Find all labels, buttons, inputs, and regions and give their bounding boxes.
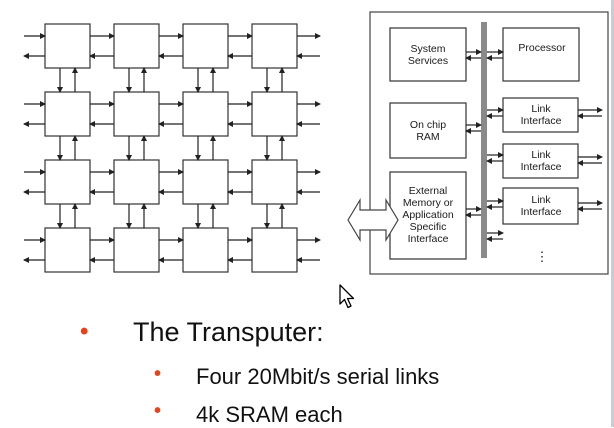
mesh-node <box>113 91 160 137</box>
processor-block <box>502 27 580 82</box>
link-interface-1-label: Link Interface <box>520 103 562 127</box>
link-interface-block <box>502 97 579 133</box>
external-interface-block <box>389 171 467 260</box>
mesh-node <box>251 91 298 137</box>
on-chip-ram-block <box>389 102 467 159</box>
mesh-node <box>182 91 229 137</box>
sub-bullet-icon: • <box>154 400 162 422</box>
main-bullet-text: The Transputer: <box>133 317 324 347</box>
mesh-node <box>113 159 160 205</box>
external-interface-label: External Memory or Application Specific … <box>402 185 454 245</box>
transputer-block-diagram <box>347 11 609 275</box>
mesh-node <box>113 23 160 69</box>
processor-label: Processor <box>518 42 566 54</box>
mesh-node <box>44 23 91 69</box>
external-bus-double-arrow <box>347 197 399 243</box>
mesh-node <box>182 23 229 69</box>
mesh-node <box>182 227 229 273</box>
link-interface-block <box>502 187 579 225</box>
main-bullet-icon: • <box>80 318 89 345</box>
mesh-node <box>44 159 91 205</box>
mesh-node <box>44 91 91 137</box>
mesh-node <box>113 227 160 273</box>
system-services-label: System Services <box>407 43 449 67</box>
on-chip-ram-label: On chip RAM <box>409 119 447 143</box>
sub-bullet-text: 4k SRAM each <box>196 402 343 427</box>
mesh-node <box>251 227 298 273</box>
link-interface-2-label: Link Interface <box>520 149 562 173</box>
mesh-node <box>251 159 298 205</box>
more-links-ellipsis: ⋮ <box>535 249 549 264</box>
mesh-node <box>251 23 298 69</box>
processor-mesh-grid <box>23 23 321 273</box>
mesh-node <box>44 227 91 273</box>
internal-bus <box>481 22 487 258</box>
link-interface-3-label: Link Interface <box>520 194 562 218</box>
sub-bullet-icon: • <box>154 363 162 385</box>
mesh-node <box>182 159 229 205</box>
window-edge <box>611 0 614 427</box>
mouse-pointer-icon <box>339 284 355 309</box>
sub-bullet-text: Four 20Mbit/s serial links <box>196 364 440 389</box>
system-services-block <box>389 27 467 82</box>
